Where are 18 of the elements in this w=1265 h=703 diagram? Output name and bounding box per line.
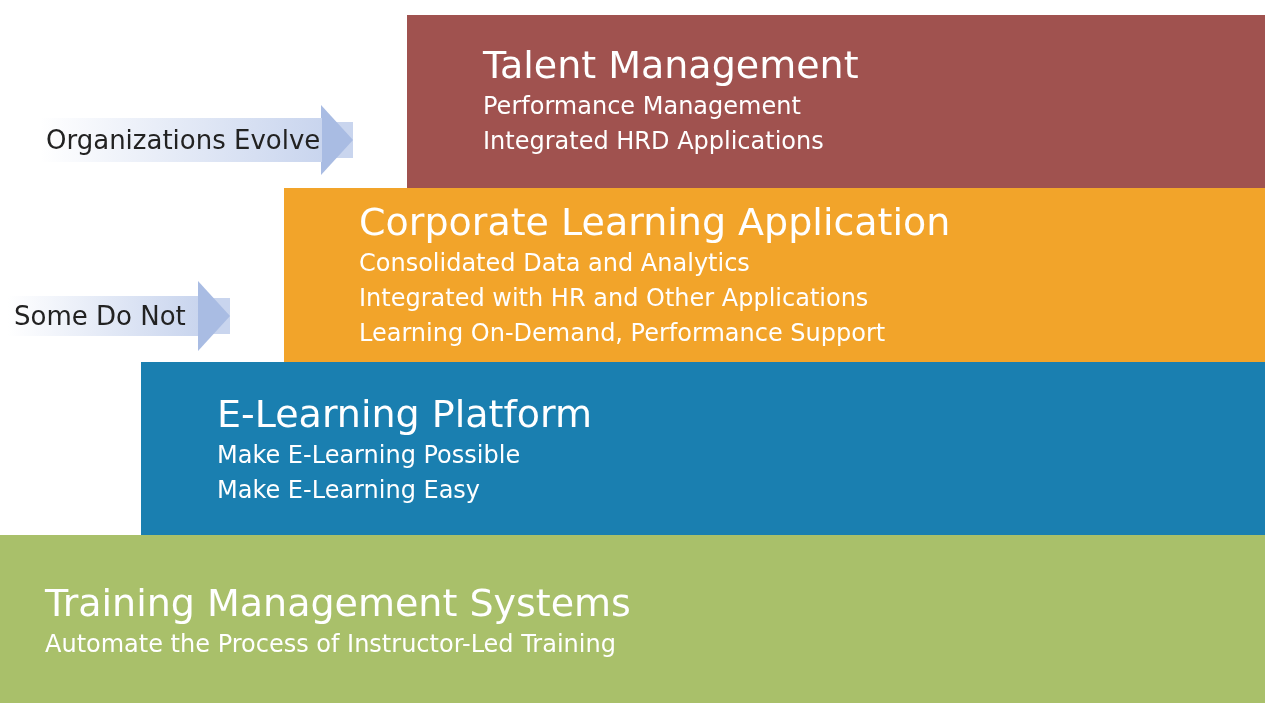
tier-item: Make E-Learning Easy: [217, 475, 481, 506]
tier-heading: Corporate Learning Application: [359, 200, 951, 244]
tier-item: Integrated with HR and Other Applications: [359, 283, 869, 314]
tier-item: Performance Management: [483, 91, 801, 122]
tier-heading: Talent Management: [483, 43, 859, 87]
tier-band: [141, 362, 1265, 535]
tier-item: Integrated HRD Applications: [483, 126, 824, 157]
tier-band: [407, 15, 1265, 188]
tier-heading: E-Learning Platform: [217, 392, 593, 436]
tier-item: Consolidated Data and Analytics: [359, 248, 750, 279]
tier-item: Automate the Process of Instructor-Led Training: [45, 629, 616, 660]
tier-band: [0, 535, 1265, 703]
arrow: [198, 281, 230, 351]
arrow: [321, 105, 353, 175]
tier-band: [284, 188, 1265, 362]
tier-item: Learning On-Demand, Performance Support: [359, 318, 886, 349]
tier-item: Make E-Learning Possible: [217, 440, 521, 471]
tier-heading: Training Management Systems: [45, 581, 631, 625]
